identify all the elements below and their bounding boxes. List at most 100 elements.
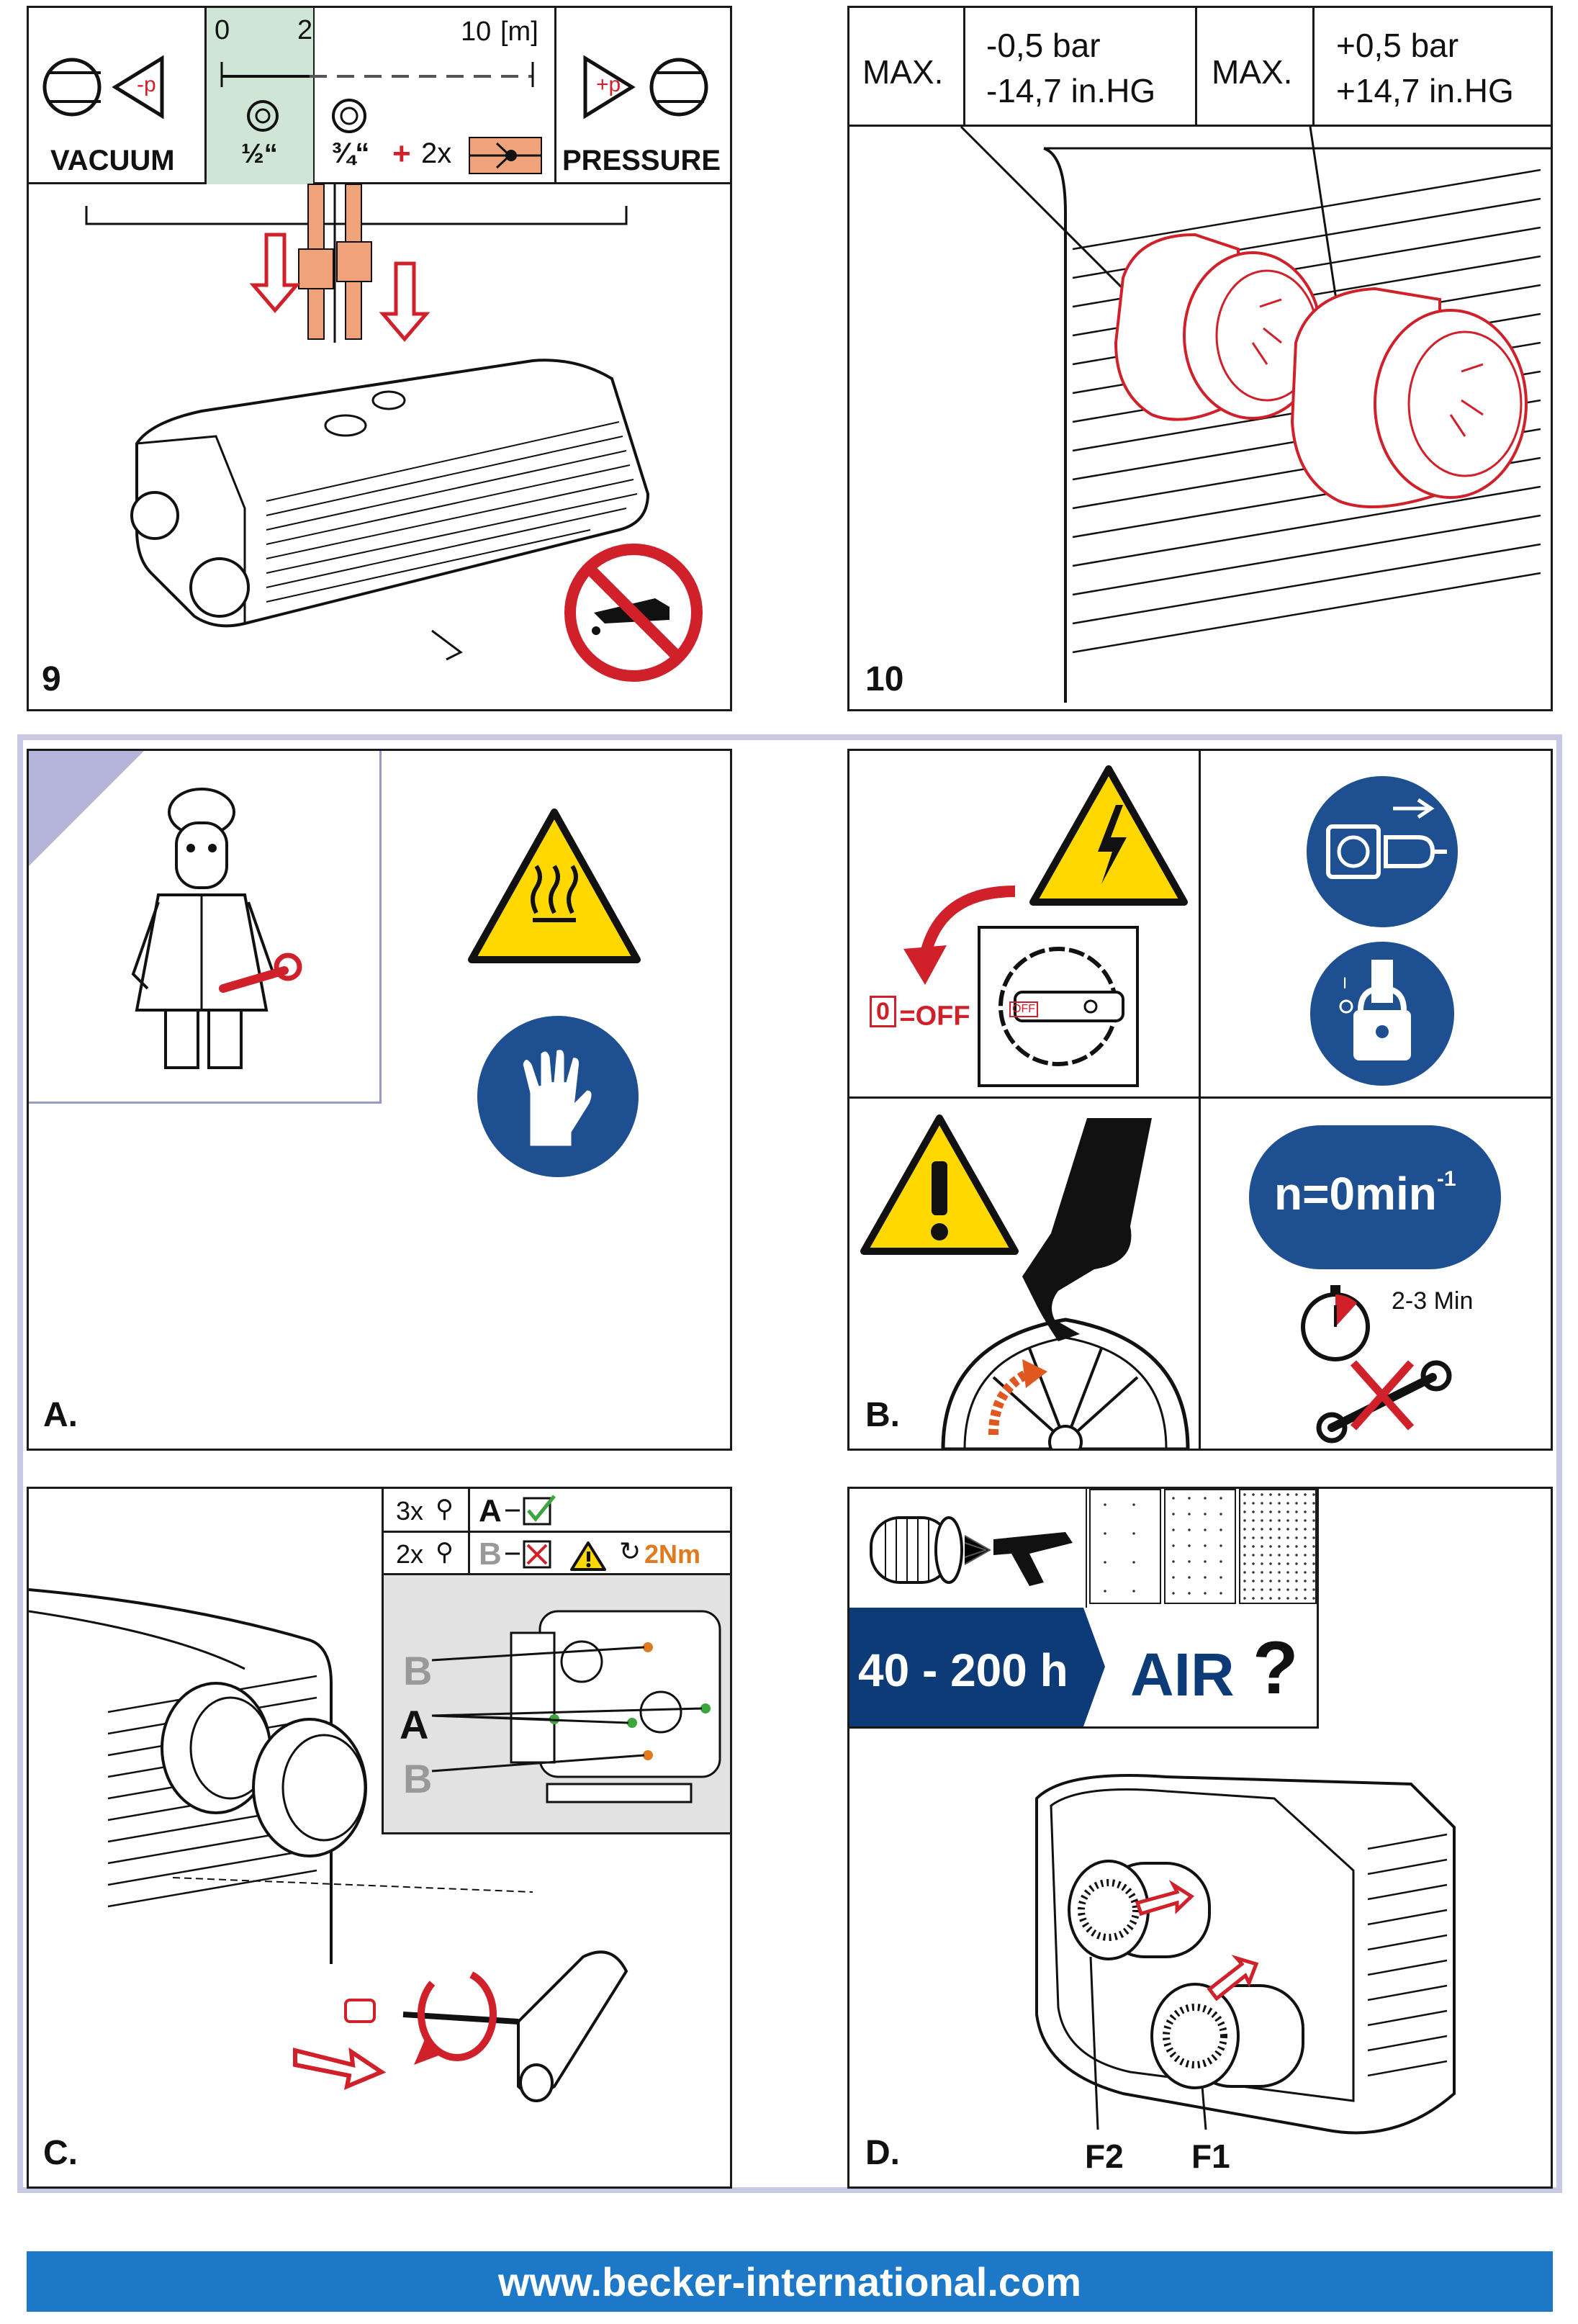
mechanic-frame — [29, 751, 382, 1104]
row1-label: A — [479, 1493, 502, 1528]
relief-valves-drawing — [960, 125, 1551, 703]
panel-letter-a: A. — [43, 1396, 78, 1434]
off-indicator: 0 =OFF — [870, 996, 970, 1032]
panel-number-10: 10 — [865, 660, 904, 698]
connection-header — [29, 8, 730, 184]
banner-arrow — [1083, 1608, 1105, 1726]
filter-blowout-icon — [870, 1516, 1073, 1586]
vacuum-symbol: -p — [137, 73, 156, 96]
dust-level-high — [1239, 1489, 1317, 1604]
max-label-pressure: MAX. — [1212, 53, 1293, 91]
half-inch-zone — [207, 8, 315, 184]
three-quarter-label: ¾“ — [331, 138, 370, 169]
pressure-label: PRESSURE — [562, 145, 721, 176]
interval-banner — [849, 1608, 1083, 1726]
speed-value: n=0min — [1274, 1168, 1437, 1220]
check-icon — [505, 1495, 556, 1526]
panel-a: A. — [27, 749, 732, 1451]
row1-count: 3x — [396, 1496, 424, 1526]
scale-start: 0 — [215, 15, 230, 45]
qualified-mechanic-icon — [131, 788, 302, 1069]
air-question: ? — [1253, 1626, 1299, 1710]
hot-surface-warning-icon — [468, 809, 641, 963]
row2-screw-icon: ⚲ — [436, 1539, 454, 1566]
rotating-fan-hazard — [941, 1118, 1190, 1449]
row1-screw-icon: ⚲ — [436, 1495, 454, 1523]
scale-unit: [m] — [500, 17, 538, 47]
max-table — [849, 8, 1551, 127]
panel-c: 3x ⚲ A 2x ⚲ B ↻ 2Nm B A B — [27, 1487, 732, 2189]
label-b-top: B — [403, 1648, 433, 1693]
wait-time: 2-3 Min — [1392, 1287, 1474, 1315]
check-valve-icon — [469, 137, 542, 174]
pump-connection-drawing — [85, 184, 650, 661]
corner-tab — [29, 751, 144, 866]
scale-mark: 2 — [297, 15, 313, 45]
wear-gloves-icon — [477, 1016, 639, 1177]
row2-count: 2x — [396, 1539, 424, 1569]
panel-d: 40 - 200 h AIR ? F2 F1 D. — [847, 1487, 1553, 2189]
panel-letter-b: B. — [865, 1396, 900, 1434]
filter-f2-label: F2 — [1085, 2138, 1124, 2175]
general-warning-icon — [860, 1114, 1019, 1255]
plus-sign: + — [392, 136, 411, 171]
turn-off-arrow — [903, 886, 1016, 985]
disconnect-mains-icon — [1307, 776, 1458, 927]
interval-hours: 40 - 200 h — [858, 1644, 1068, 1696]
valve-count: 2x — [421, 138, 452, 169]
pressure-symbol: +p — [596, 73, 621, 96]
panel-letter-d: D. — [865, 2134, 900, 2172]
max-label-vacuum: MAX. — [862, 53, 944, 91]
pressure-box: +p PRESSURE — [554, 8, 730, 184]
dust-level-low — [1089, 1489, 1161, 1604]
speed-badge — [1249, 1125, 1501, 1269]
electric-hazard-icon — [1029, 765, 1188, 906]
half-inch-label: ½“ — [241, 139, 278, 169]
svg-text:I: I — [1343, 974, 1347, 992]
main-switch-icon — [978, 926, 1139, 1087]
off-label: =OFF — [899, 1001, 970, 1032]
panel-letter-c: C. — [43, 2134, 78, 2172]
no-maintenance-icon — [1316, 1360, 1452, 1444]
cleaning-strip — [849, 1489, 1087, 1608]
torque-value: 2Nm — [644, 1539, 701, 1569]
pressure-pump-icon — [583, 55, 708, 120]
vacuum-limit-bar: -0,5 bar — [986, 27, 1101, 64]
caution-icon — [570, 1541, 606, 1571]
vacuum-box: -p VACUUM — [29, 8, 207, 184]
speed-text: n=0min-1 — [1274, 1167, 1456, 1220]
panel-number-9: 9 — [42, 660, 61, 698]
three-quarter-pipe-icon — [332, 99, 366, 133]
air-label: AIR — [1130, 1641, 1235, 1708]
length-scale — [220, 62, 534, 87]
filter-f1-label: F1 — [1191, 2138, 1230, 2175]
website-link[interactable]: www.becker-international.com — [497, 2259, 1082, 2305]
pump-front-inset — [431, 1610, 721, 1803]
pressure-limit-bar: +0,5 bar — [1336, 27, 1459, 64]
label-a: A — [400, 1702, 429, 1747]
panel-9: -p VACUUM 0 2 10 [m] ½“ ¾“ + 2x + — [27, 6, 732, 711]
pressure-limit-inhg: +14,7 in.HG — [1336, 72, 1514, 109]
cross-icon — [505, 1540, 551, 1569]
panel-10: MAX. -0,5 bar -14,7 in.HG MAX. +0,5 bar … — [847, 6, 1553, 711]
speed-exponent: -1 — [1436, 1167, 1456, 1191]
timer-icon — [1301, 1285, 1370, 1361]
lockout-icon: I — [1310, 942, 1454, 1086]
scale-end: 10 — [461, 17, 492, 47]
filter-housing-drawing — [1035, 1774, 1456, 2135]
row2-label: B — [479, 1536, 502, 1572]
footer-bar — [27, 2251, 1553, 2312]
half-inch-pipe-icon — [247, 100, 279, 132]
vacuum-pump-icon — [42, 55, 164, 120]
panel-b: 0 =OFF OFF I — [847, 749, 1553, 1451]
torque-rotation-icon: ↻ — [619, 1536, 641, 1566]
vacuum-label: VACUUM — [50, 145, 175, 176]
removal-tools — [293, 1950, 628, 2102]
label-b-bottom: B — [403, 1756, 433, 1801]
vacuum-limit-inhg: -14,7 in.HG — [986, 72, 1156, 109]
no-oil-icon — [564, 544, 703, 682]
valve-removal-drawing — [29, 1588, 533, 1964]
switch-off-text: OFF — [1009, 1001, 1038, 1017]
off-value: 0 — [870, 996, 896, 1027]
dust-level-medium — [1164, 1489, 1236, 1604]
